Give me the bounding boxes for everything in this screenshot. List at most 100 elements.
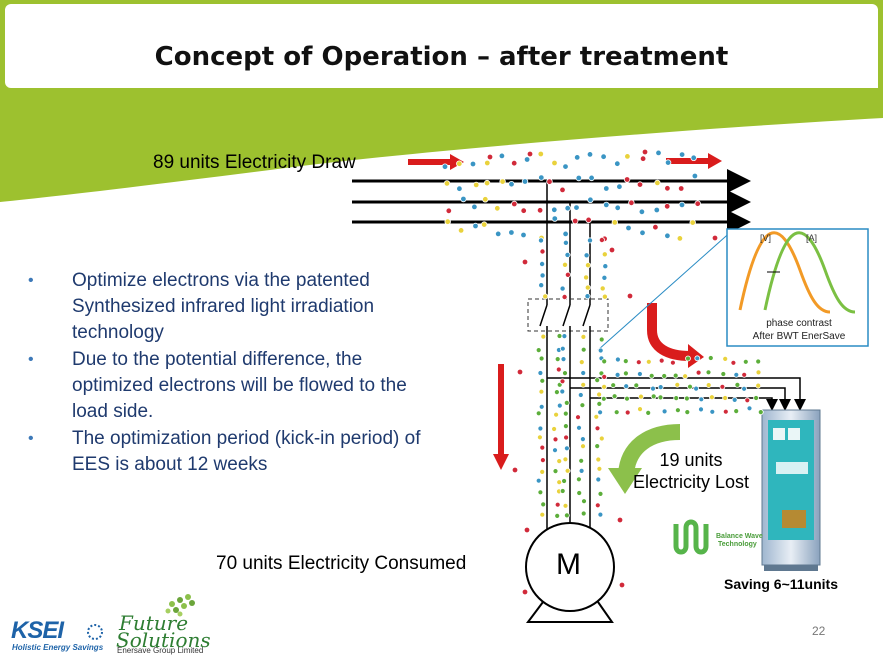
electron-dot	[673, 395, 680, 402]
red-arrow-down	[493, 364, 509, 470]
electron-dot	[596, 465, 603, 472]
electron-dot	[473, 181, 480, 189]
electron-dot	[483, 179, 491, 187]
electron-dot	[685, 355, 691, 362]
slide-title: Concept of Operation – after treatment	[154, 42, 729, 72]
future-solutions-logo-line2: Solutions	[116, 628, 211, 652]
electron-dot	[444, 218, 451, 225]
electron-dot	[574, 154, 581, 161]
electron-dot	[481, 221, 488, 228]
electron-dot	[538, 237, 545, 244]
electron-dot	[551, 206, 558, 213]
electron-dot	[707, 355, 714, 361]
inset-caption-sub: After BWT EnerSave	[752, 331, 846, 342]
electron-dot	[614, 371, 621, 378]
electron-dot	[709, 394, 715, 401]
electron-dot	[689, 219, 696, 226]
electron-dot	[687, 383, 693, 390]
phase-inset	[597, 228, 869, 351]
electron-dot	[521, 258, 529, 266]
electron-dot	[546, 178, 553, 185]
electron-dot	[539, 248, 546, 255]
electron-dot	[498, 152, 506, 160]
electron-dot	[675, 407, 681, 414]
electron-dot	[564, 467, 571, 474]
electron-dot	[580, 370, 587, 376]
red-arrow-out	[666, 153, 722, 169]
branch-line-3	[590, 397, 778, 411]
electron-dot	[694, 200, 701, 207]
electron-dot	[556, 402, 563, 409]
electron-dot	[684, 395, 690, 402]
electron-dot	[559, 378, 566, 385]
electron-dot	[564, 204, 571, 212]
electron-dot	[698, 396, 705, 403]
electron-dot	[645, 358, 652, 365]
electron-dot	[694, 355, 701, 362]
lost-text: Electricity Lost	[633, 472, 750, 492]
electron-dot	[742, 358, 749, 365]
electron-dot	[578, 457, 585, 464]
electron-dot	[443, 180, 451, 187]
electron-dot	[562, 502, 569, 509]
electron-dot	[526, 150, 534, 158]
electron-dot	[626, 292, 634, 300]
electron-dot	[633, 382, 640, 389]
electron-dot	[690, 154, 697, 161]
electron-dot	[693, 385, 699, 392]
electron-dot	[563, 399, 570, 406]
electron-dot	[553, 411, 559, 418]
electron-dot	[674, 381, 681, 388]
bullet-dot: •	[28, 272, 34, 289]
electron-dot	[564, 512, 570, 519]
electron-dot	[641, 148, 649, 156]
electron-dot	[722, 408, 729, 415]
electron-dot	[521, 178, 529, 185]
electron-dot	[616, 516, 624, 524]
electron-dot	[676, 235, 684, 242]
electron-dot	[521, 588, 529, 596]
electron-dot	[537, 150, 544, 158]
electron-dot	[520, 231, 527, 239]
electron-dot	[600, 153, 607, 160]
electron-dot	[562, 370, 568, 377]
electron-dot	[597, 490, 604, 497]
electron-dot	[684, 409, 691, 416]
electron-dot	[682, 373, 688, 380]
bullet-dot: •	[28, 430, 34, 447]
enersave-cabinet	[761, 409, 821, 571]
electron-dot	[585, 262, 592, 269]
electron-dot	[559, 345, 566, 352]
electron-dot	[664, 232, 671, 239]
electron-dot	[597, 511, 604, 518]
electron-dot	[705, 369, 712, 376]
electron-dot	[511, 466, 519, 474]
future-solutions-subtitle: Enersave Group Limited	[117, 646, 204, 655]
electron-dot	[539, 511, 546, 518]
electron-dot	[441, 163, 449, 170]
electron-dot	[670, 359, 676, 366]
electron-dot	[624, 153, 631, 160]
ksei-globe	[87, 624, 103, 640]
electron-dot	[757, 409, 764, 416]
electron-dot	[755, 369, 762, 376]
electron-dot	[538, 282, 545, 289]
electron-dot	[661, 373, 668, 379]
electron-dot	[542, 293, 549, 300]
electron-dot	[564, 445, 570, 452]
electron-dot	[661, 408, 668, 415]
electron-dot	[586, 151, 594, 158]
electron-dot	[648, 372, 655, 379]
electron-dot	[638, 208, 646, 215]
electron-dot	[623, 383, 630, 390]
green-loss-arrow	[608, 424, 681, 494]
electron-dot	[499, 178, 506, 185]
electricity-draw-label: 89 units Electricity Draw	[153, 152, 356, 173]
electron-dot	[551, 215, 558, 222]
electron-dot	[587, 196, 594, 203]
electron-dot	[652, 223, 659, 231]
electron-dot	[580, 333, 587, 340]
electron-dot	[705, 382, 712, 389]
electron-dot	[578, 467, 585, 474]
